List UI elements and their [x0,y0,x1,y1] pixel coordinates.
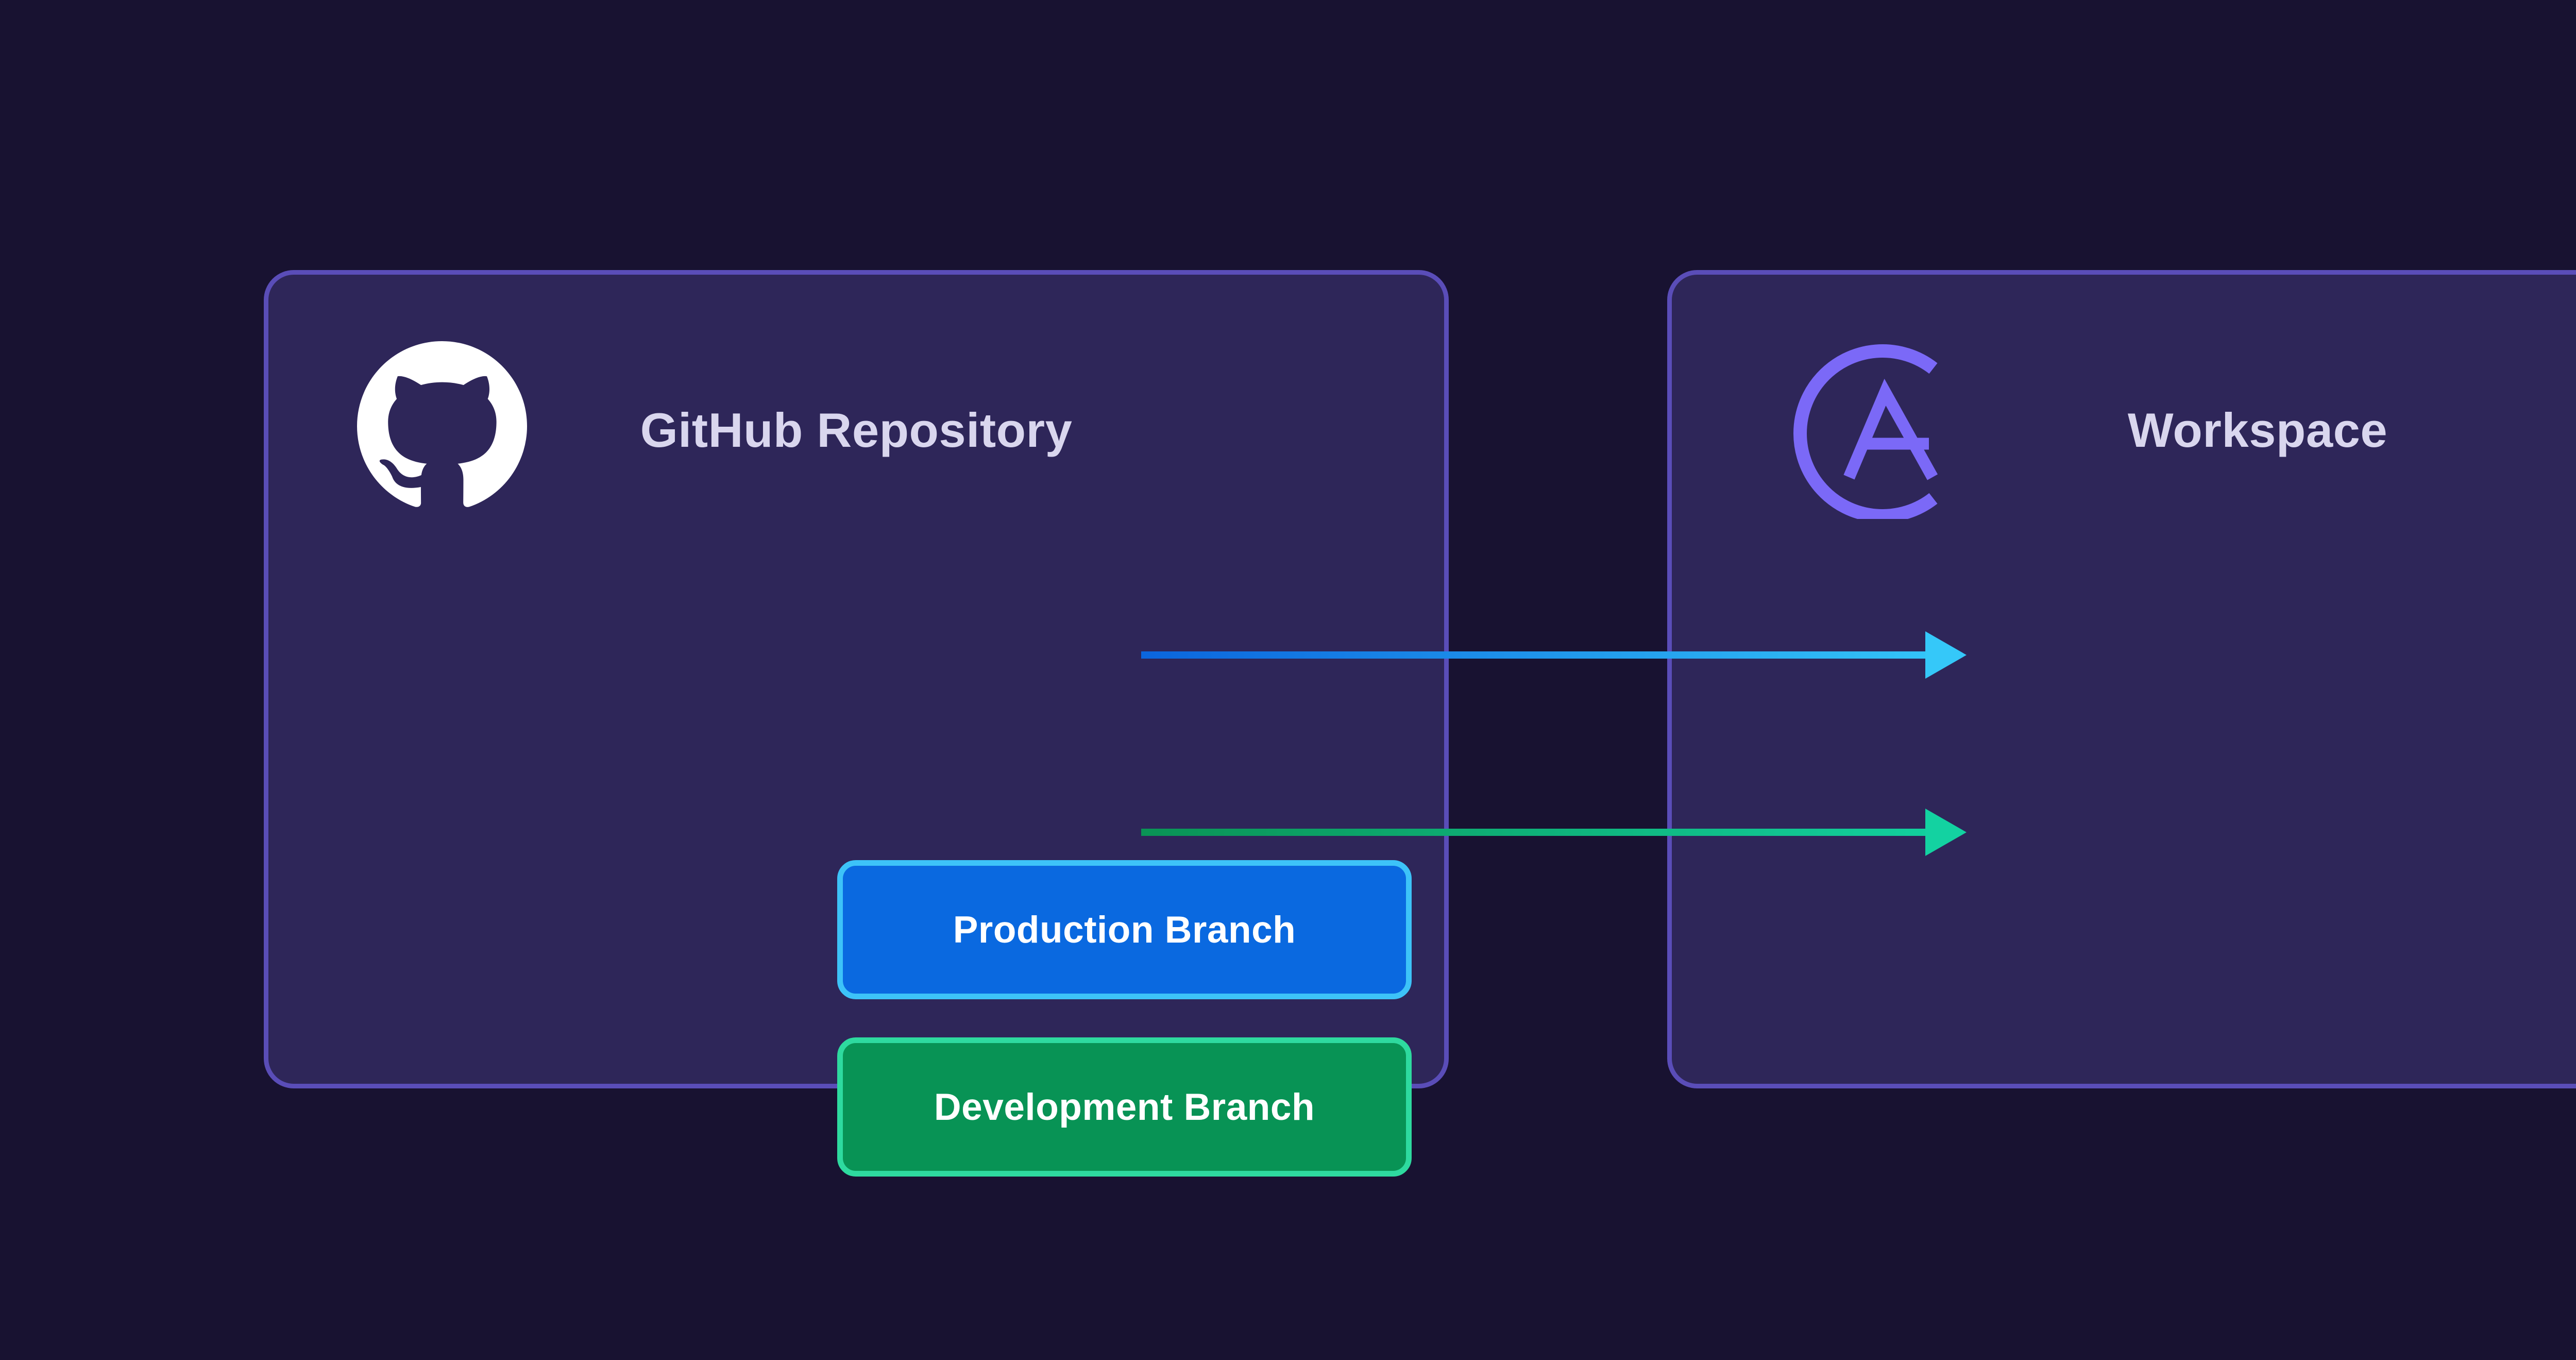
arrowhead-right-icon [1925,809,1967,856]
workspace-a-arc-logo-icon [1793,344,1938,519]
arrowhead-right-icon [1925,631,1967,679]
development-branch-node: Development Branch [837,1037,1412,1177]
panel-title: GitHub Repository [640,403,1073,457]
workspace-panel: Workspace Production Deployment Developm… [1667,270,2576,1088]
node-label: Production Branch [953,909,1296,951]
node-label: Development Branch [934,1086,1315,1128]
panel-title: Workspace [2127,403,2388,457]
development-branch-to-deployment-arrow [1141,809,1967,856]
production-branch-node: Production Branch [837,860,1412,999]
production-branch-to-deployment-arrow [1141,631,1967,679]
github-octocat-icon [357,341,527,507]
github-repository-panel: GitHub Repository Production Branch Deve… [264,270,1449,1177]
